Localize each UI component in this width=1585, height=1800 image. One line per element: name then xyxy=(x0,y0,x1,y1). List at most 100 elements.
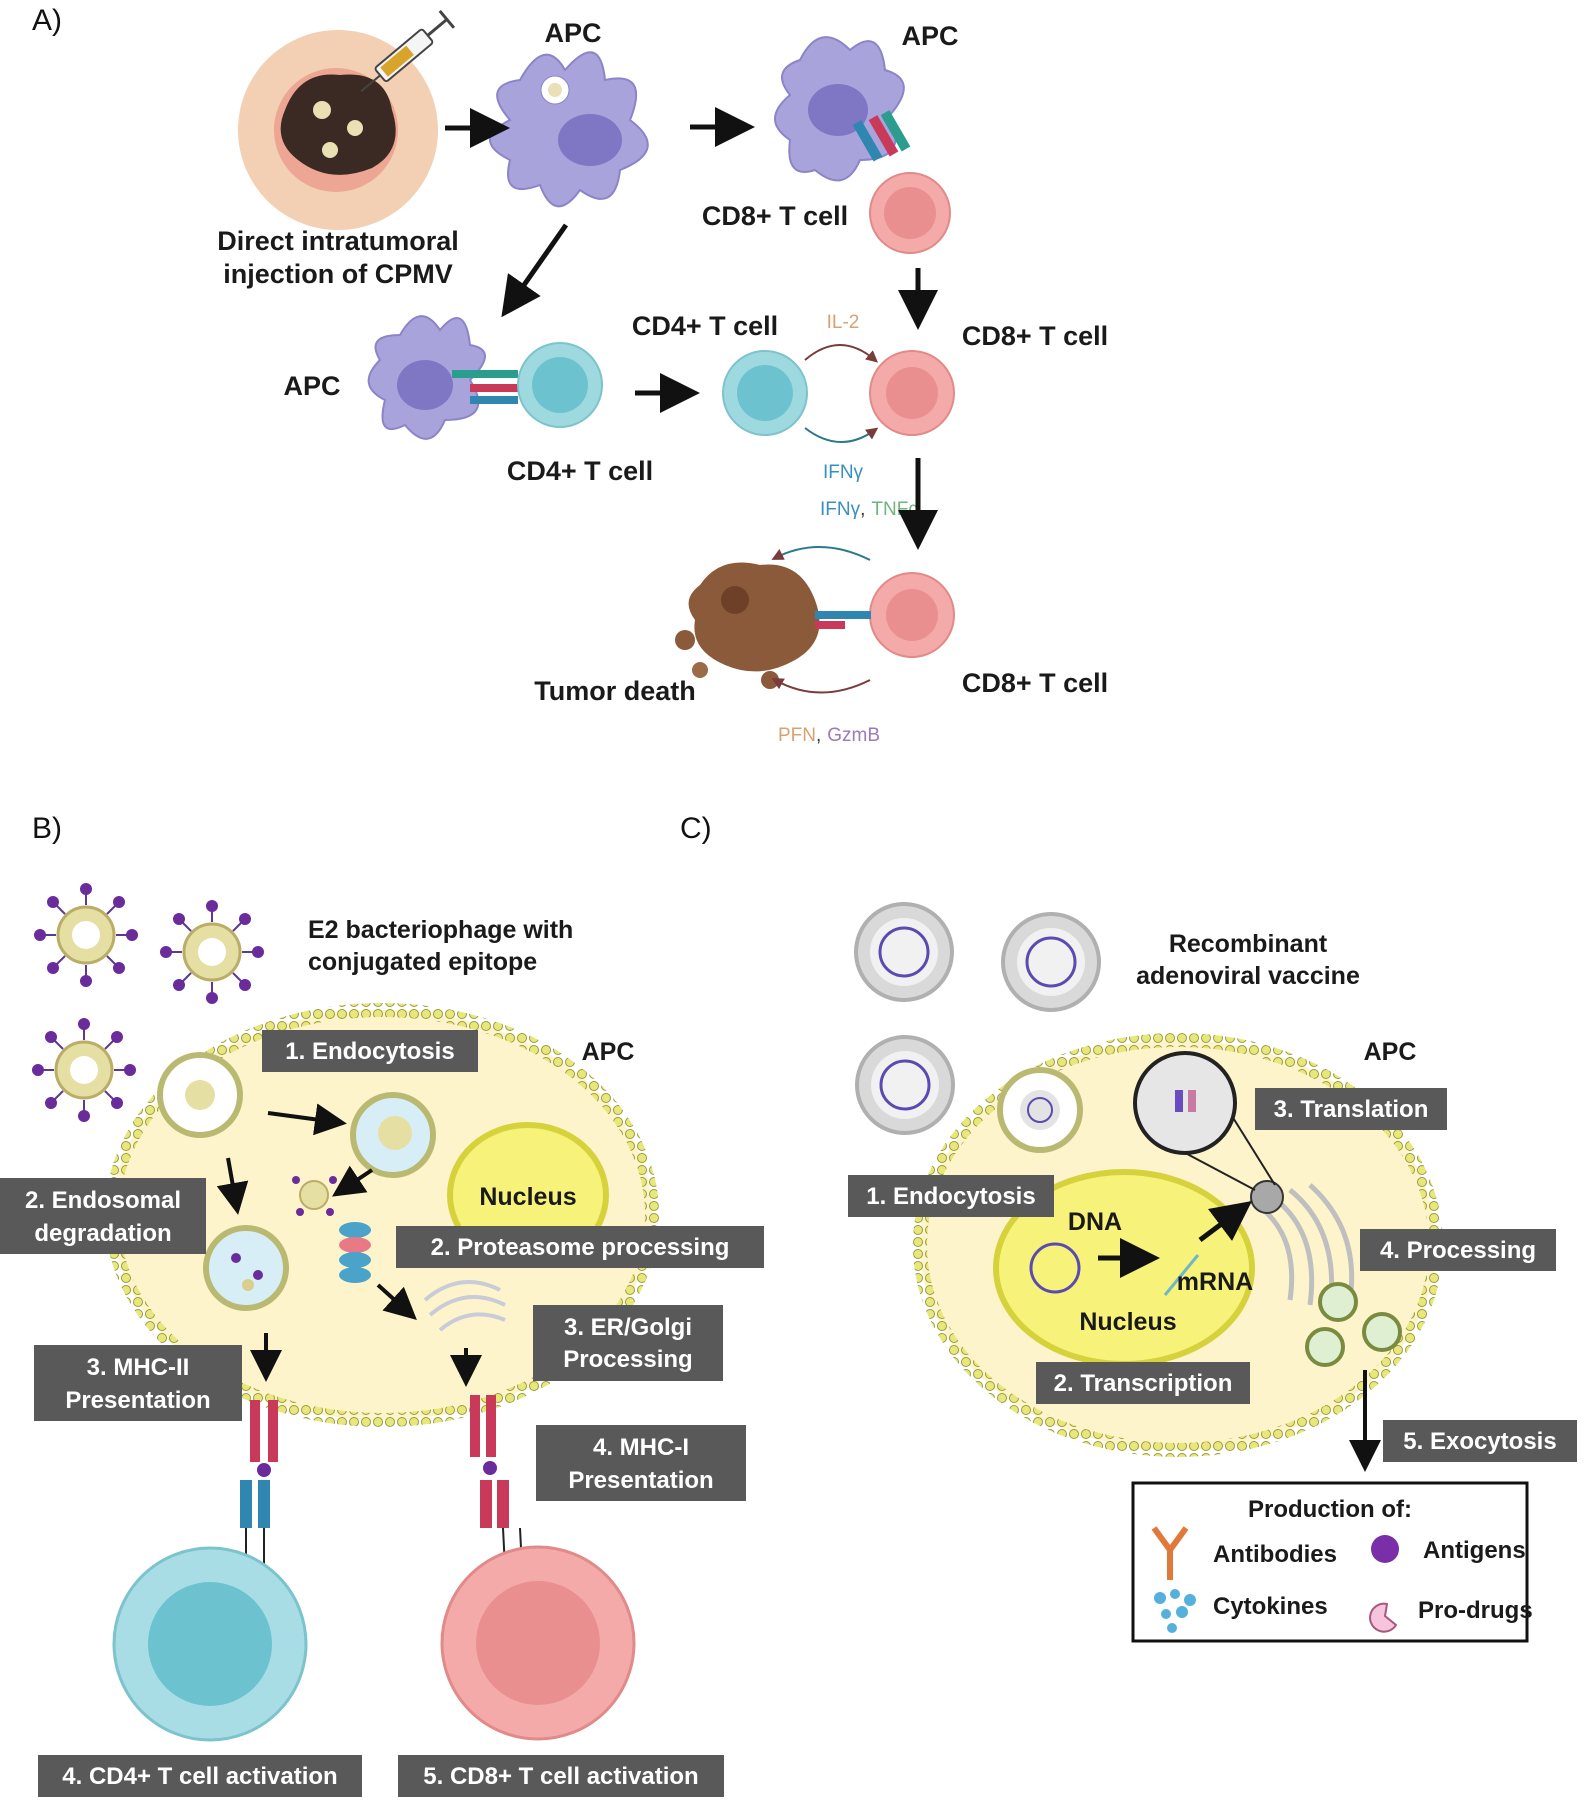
step-proteasome-b-text: 2. Proteasome processing xyxy=(431,1234,730,1261)
cd8-label-2: CD8+ T cell xyxy=(962,321,1108,351)
step-mhc2-b-line1: 3. MHC-II xyxy=(87,1354,190,1381)
tumor-injection-graphic xyxy=(238,9,456,230)
step-exocytosis-c-text: 5. Exocytosis xyxy=(1403,1428,1556,1455)
arrow-b1 xyxy=(267,1103,347,1136)
ribosome-icon xyxy=(1250,1180,1284,1214)
dna-label: DNA xyxy=(1068,1208,1122,1236)
antibody-icon xyxy=(1151,1526,1189,1580)
step-cd4-activation: 4. CD4+ T cell activation xyxy=(38,1755,362,1797)
antigen-icon xyxy=(1371,1535,1399,1563)
panel-a: A) Direct intratumoral injection of CPMV xyxy=(32,4,1108,746)
panel-b-letter: B) xyxy=(32,812,62,845)
antigens-label: Antigens xyxy=(1423,1537,1526,1564)
endosome-b xyxy=(350,1092,436,1178)
mrna-strand-icon xyxy=(1163,1254,1200,1296)
arrow-b3 xyxy=(332,1165,374,1197)
step-transcription-c: 2. Transcription xyxy=(1036,1362,1250,1404)
arrow-a3 xyxy=(501,223,569,318)
prodrug-icon xyxy=(1369,1602,1398,1633)
apc-label-3: APC xyxy=(283,371,340,401)
production-box: Production of: Antibodies Antigens Cytok… xyxy=(1131,1481,1533,1643)
cd4-cd8-pair xyxy=(722,344,955,443)
apc-cd8-synapse xyxy=(774,36,951,254)
apc-label-c: APC xyxy=(1364,1038,1417,1066)
step-endocytosis-b-text: 1. Endocytosis xyxy=(285,1038,454,1065)
injection-label-line1: Direct intratumoral xyxy=(217,226,459,256)
tumor-death-graphic xyxy=(675,546,955,694)
cytokines-label: Cytokines xyxy=(1213,1593,1328,1620)
step-proteasome-b: 2. Proteasome processing xyxy=(396,1226,764,1268)
apc-label-2: APC xyxy=(901,21,958,51)
step-mhc1-b-line2: Presentation xyxy=(568,1467,713,1494)
ifng-label-2-text: IFNγ xyxy=(820,499,861,520)
panel-a-letter: A) xyxy=(32,4,62,37)
apc-label-1: APC xyxy=(544,18,601,48)
free-antigen-b xyxy=(292,1176,337,1216)
arrow-c2 xyxy=(1198,1201,1252,1242)
step-endosomal-b-line1: 2. Endosomal xyxy=(25,1187,181,1214)
cytokine-comma-1: , xyxy=(860,499,865,520)
ifng-label-1: IFNγ xyxy=(823,462,864,483)
prodrugs-label: Pro-drugs xyxy=(1418,1597,1533,1624)
step-er-golgi-b-line2: Processing xyxy=(563,1346,692,1373)
step-translation-c-text: 3. Translation xyxy=(1274,1096,1429,1123)
antibodies-label: Antibodies xyxy=(1213,1541,1337,1568)
step-endosomal-b-line2: degradation xyxy=(34,1220,171,1247)
il2-label: IL-2 xyxy=(827,312,860,333)
step-mhc1-b: 4. MHC-I Presentation xyxy=(536,1425,746,1501)
vaccine-label-line1: Recombinant xyxy=(1169,930,1328,958)
cd4-label-1: CD4+ T cell xyxy=(507,456,653,486)
endocytosis-vesicle-b xyxy=(157,1052,243,1138)
pfn-gzmb-label: PFN, GzmB xyxy=(778,725,880,746)
step-cd8-activation-text: 5. CD8+ T cell activation xyxy=(423,1763,698,1790)
tnfa-label: TNFα xyxy=(871,499,919,520)
vaccine-label-line2: adenoviral vaccine xyxy=(1136,962,1360,990)
step-mhc1-b-line1: 4. MHC-I xyxy=(593,1434,689,1461)
adenovirus-particles xyxy=(854,902,1101,1135)
injection-label-line2: injection of CPMV xyxy=(223,259,453,289)
panel-c-letter: C) xyxy=(680,812,712,845)
pfn-label: PFN xyxy=(778,725,816,746)
step-endosomal-b: 2. Endosomal degradation xyxy=(0,1178,206,1254)
cd8-label-3: CD8+ T cell xyxy=(962,668,1108,698)
arrow-b2 xyxy=(216,1157,249,1215)
step-translation-c: 3. Translation xyxy=(1255,1088,1447,1130)
nucleus-label-b: Nucleus xyxy=(479,1183,576,1211)
phage-label-line2: conjugated epitope xyxy=(308,948,537,976)
cd4-label-2: CD4+ T cell xyxy=(632,311,778,341)
endocytosis-vesicle-c xyxy=(997,1067,1083,1153)
step-transcription-c-text: 2. Transcription xyxy=(1054,1370,1233,1397)
production-title: Production of: xyxy=(1248,1496,1412,1523)
step-mhc2-b-line2: Presentation xyxy=(65,1387,210,1414)
step-endocytosis-c-text: 1. Endocytosis xyxy=(866,1183,1035,1210)
step-cd4-activation-text: 4. CD4+ T cell activation xyxy=(62,1763,337,1790)
translation-zoom-icon xyxy=(1133,1051,1276,1191)
step-exocytosis-c: 5. Exocytosis xyxy=(1383,1420,1577,1462)
proteasome-icon xyxy=(339,1222,371,1283)
nucleus-label-c: Nucleus xyxy=(1079,1308,1176,1336)
mhc2-tcr-complex xyxy=(240,1400,278,1570)
step-endocytosis-c: 1. Endocytosis xyxy=(848,1175,1054,1217)
panel-b: B) E2 bacteriophage with conjugated epit… xyxy=(0,812,764,1797)
step-cd8-activation: 5. CD8+ T cell activation xyxy=(398,1755,724,1797)
degrading-endosome-b xyxy=(203,1225,289,1311)
dna-plasmid-icon xyxy=(1029,1242,1081,1294)
syringe-icon xyxy=(360,9,456,93)
cd8-label-1: CD8+ T cell xyxy=(702,201,848,231)
phage-label-line1: E2 bacteriophage with xyxy=(308,916,573,944)
step-processing-c-text: 4. Processing xyxy=(1380,1237,1536,1264)
ifng-label-2: IFNγ, TNFα xyxy=(820,499,919,520)
arrow-b4 xyxy=(376,1283,417,1321)
step-mhc2-b: 3. MHC-II Presentation xyxy=(34,1345,242,1421)
golgi-icon-b xyxy=(423,1280,506,1332)
gzmb-label: GzmB xyxy=(827,725,880,746)
phage-particles xyxy=(32,883,264,1122)
step-er-golgi-b: 3. ER/Golgi Processing xyxy=(533,1305,723,1381)
cytokine-icon xyxy=(1154,1589,1196,1633)
apc-label-b: APC xyxy=(582,1038,635,1066)
apc-cd4-synapse xyxy=(367,315,603,440)
secretory-vesicles xyxy=(1305,1282,1402,1367)
cd4-t-cell-b xyxy=(112,1546,308,1742)
cytokine-comma-2: , xyxy=(816,725,821,746)
